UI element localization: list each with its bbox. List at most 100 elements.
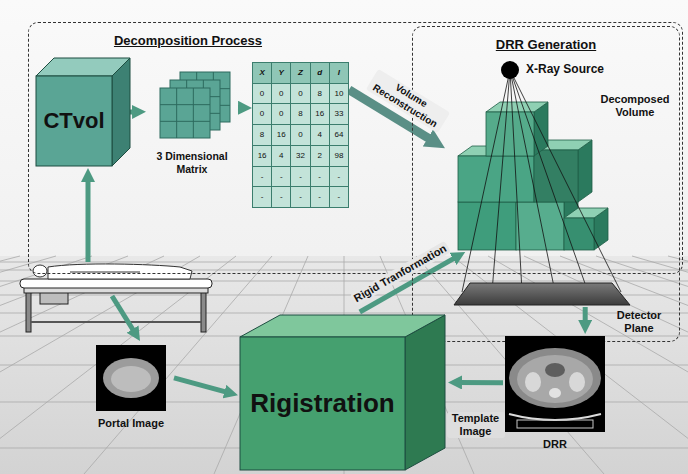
table-cell: - <box>291 167 310 188</box>
matrix-stack-shape <box>160 121 210 122</box>
patient-figure <box>70 272 140 273</box>
table-cell: - <box>253 187 272 208</box>
detector-plane: Detector Plane <box>452 281 632 307</box>
table-cell: 8 <box>253 125 272 146</box>
matrix-stack-shape <box>176 88 177 138</box>
table-cell: - <box>253 167 272 188</box>
detector-plane-shape <box>454 283 630 305</box>
data-table: XYZdI0008100081633816046416432298-------… <box>252 62 349 208</box>
registration-cube-shape <box>240 315 445 337</box>
registration-cube-shape <box>405 315 445 470</box>
table-cell: - <box>311 167 330 188</box>
xray-fan <box>510 70 555 292</box>
xray-source: X-Ray Source <box>500 58 618 82</box>
patient-couch <box>201 292 206 332</box>
table-cell: 33 <box>330 104 349 125</box>
table-cell: 0 <box>291 125 310 146</box>
drr-image-shape <box>569 372 585 392</box>
decomposed-volume-blocks <box>564 218 594 250</box>
floor-grid <box>452 256 688 474</box>
table-cell: Z <box>291 63 310 84</box>
floor-grid <box>0 256 20 474</box>
table-cell: - <box>272 187 291 208</box>
registration-cube-label: Rigistration <box>240 337 405 470</box>
table-cell: Y <box>272 63 291 84</box>
decomposed-volume-label: Decomposed Volume <box>598 93 672 119</box>
matrix-stack: 3 Dimensional Matrix <box>146 70 238 205</box>
patient-figure <box>48 264 192 279</box>
decomposed-volume-blocks <box>458 202 516 250</box>
floor-ground <box>0 256 688 474</box>
patient-couch <box>40 292 68 304</box>
table-cell: 8 <box>291 104 310 125</box>
flow-arrow <box>86 178 91 262</box>
table-cell: - <box>330 187 349 208</box>
drr-image: DRR <box>503 334 607 456</box>
floor-ground <box>0 256 688 474</box>
flow-arrow <box>88 178 135 333</box>
table-cell: X <box>253 63 272 84</box>
edge-label: Template Image <box>447 412 505 438</box>
flow-arrow <box>174 378 228 393</box>
table-cell: - <box>330 167 349 188</box>
matrix-stack-label: 3 Dimensional Matrix <box>146 150 238 175</box>
drr-image-shape <box>517 420 593 428</box>
drr-image-shape <box>549 388 561 398</box>
table-cell: 0 <box>272 104 291 125</box>
xray-fan <box>462 70 510 292</box>
decomposed-volume-blocks <box>564 208 608 250</box>
table-cell: 98 <box>330 146 349 167</box>
portal-image-shape <box>111 366 151 392</box>
flow-arrow <box>458 380 503 385</box>
xray-fan <box>492 70 510 292</box>
process-region-label: Decomposition Process <box>88 33 288 49</box>
ct-volume-cube: CTvol <box>36 58 130 166</box>
drr-image-shape <box>505 336 605 432</box>
drr-image-shape <box>505 336 605 432</box>
drr-image-shape <box>503 334 607 456</box>
drr-image-shape <box>525 372 541 392</box>
table-cell: - <box>272 167 291 188</box>
drr-region: DRR GenerationX-Ray SourceDecomposed Vol… <box>412 26 680 342</box>
decomposed-volume-blocks <box>516 202 564 250</box>
flow-arrow <box>130 109 136 114</box>
matrix-stack-shape <box>193 88 194 138</box>
table-cell: I <box>330 63 349 84</box>
drr-image-shape <box>509 414 601 420</box>
patient-figure <box>33 265 47 277</box>
registration-cube-shape <box>240 315 445 470</box>
flow-arrow <box>583 307 588 324</box>
decomposed-volume-blocks <box>578 140 592 202</box>
table-cell: 4 <box>272 146 291 167</box>
decomposed-volume-blocks <box>458 102 608 250</box>
ct-volume-cube-shape <box>36 58 130 166</box>
matrix-stack-shape <box>160 104 210 105</box>
drr-region-label: DRR Generation <box>466 37 626 53</box>
table-cell: 16 <box>311 104 330 125</box>
table-cell: 16 <box>272 125 291 146</box>
patient-couch <box>31 321 201 323</box>
table-cell: 8 <box>311 84 330 105</box>
drr-image-label: DRR <box>503 438 607 451</box>
portal-image-shape <box>96 345 166 411</box>
table-cell: 0 <box>291 84 310 105</box>
process-region: Decomposition ProcessCTvol 3 Dimensional … <box>28 22 683 274</box>
patient-couch <box>26 292 31 332</box>
flow-arrow <box>238 105 242 110</box>
registration-cube-shape <box>240 337 405 470</box>
matrix-stack-shape <box>146 70 238 205</box>
xray-fan <box>462 70 621 292</box>
patient-couch <box>20 279 212 288</box>
table-cell: 16 <box>253 146 272 167</box>
patient-couch <box>20 279 212 332</box>
table-cell: - <box>311 187 330 208</box>
floor-grid <box>0 256 688 474</box>
portal-image-shape <box>103 358 159 398</box>
table-cell: 0 <box>253 104 272 125</box>
detector-plane-label: Detector Plane <box>607 309 671 335</box>
decomposed-volume-blocks <box>486 102 548 156</box>
portal-image: Portal Image <box>88 343 174 435</box>
decomposed-volume: Decomposed Volume <box>445 90 670 252</box>
